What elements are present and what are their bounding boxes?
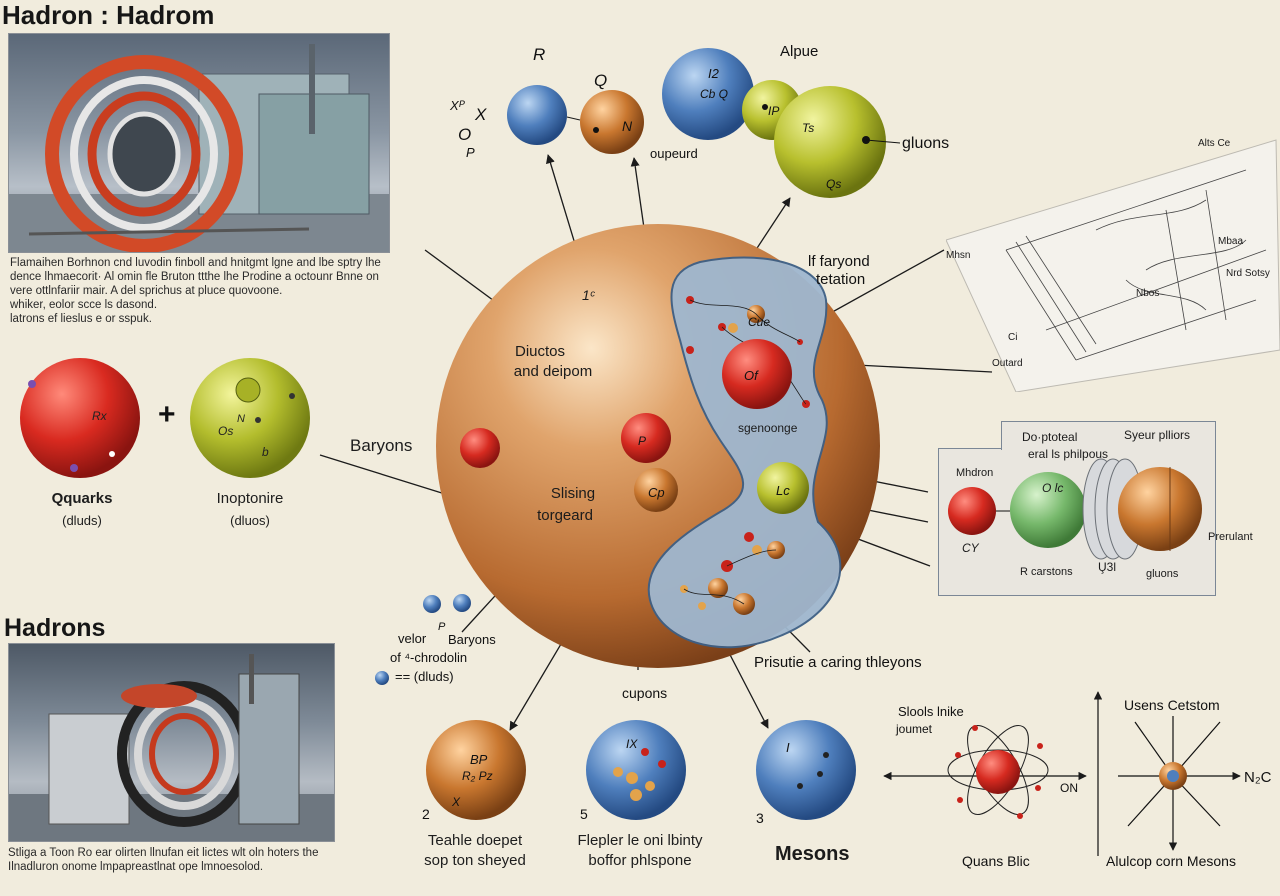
core-text-1: Diuctos	[515, 343, 565, 360]
svg-text:== (dluds): == (dluds)	[395, 669, 454, 684]
small-blue-quark-3	[375, 671, 389, 685]
collider-illustration-bottom	[9, 654, 334, 841]
svg-text:X: X	[451, 795, 461, 809]
core-text-2: and deipom	[514, 363, 592, 380]
svg-text:N: N	[237, 413, 245, 425]
sea-quarks	[680, 296, 810, 615]
quarks-sub: (dluds)	[62, 513, 102, 528]
svg-text:1ᶜ: 1ᶜ	[582, 287, 596, 303]
svg-text:Usens Cetstom: Usens Cetstom	[1124, 697, 1220, 713]
svg-text:Slools lnike: Slools lnike	[898, 704, 964, 719]
quark-gluon-pair: Rx + Os N b	[20, 358, 310, 478]
collider-photo-bottom	[8, 643, 335, 842]
bottom-blue-sphere	[586, 720, 686, 820]
svg-text:IX: IX	[626, 737, 638, 751]
bottom-caption-2b: boffor phlspone	[588, 852, 692, 869]
top-orange-quark	[580, 90, 644, 154]
svg-text:P: P	[638, 434, 646, 448]
lime-gluon-sphere	[190, 358, 310, 478]
page-title: Hadron : Hadrom	[2, 0, 215, 30]
hadrons-title: Hadrons	[4, 614, 106, 642]
svg-text:5: 5	[580, 806, 588, 822]
bottom-caption: Stliga a Toon Ro ear olirten llnufan eit…	[8, 847, 319, 873]
baryons-label: Baryons	[350, 436, 413, 455]
schematic-svg	[945, 139, 1280, 393]
gluon-blue-sphere	[662, 48, 754, 140]
gluon-sub: (dluos)	[230, 513, 270, 528]
bottom-caption-2a: Flepler le oni lbinty	[577, 832, 703, 849]
sgenoonge-label: sgenoonge	[738, 421, 798, 435]
atom-diagram	[883, 725, 1087, 819]
collision-inset-svg	[948, 458, 1202, 560]
core-orange-quark	[634, 468, 678, 512]
svg-text:joumet: joumet	[895, 722, 933, 736]
inner-red-quark	[722, 339, 792, 409]
svg-text:Cp: Cp	[648, 485, 665, 500]
svg-text:tetation: tetation	[816, 271, 865, 288]
gluon-label: Inoptonire	[216, 490, 284, 507]
svg-text:Os: Os	[218, 424, 233, 438]
svg-text:Lc: Lc	[776, 483, 790, 498]
bottom-caption-1a: Teahle doepet	[427, 832, 523, 849]
svg-text:Cue: Cue	[748, 315, 770, 329]
small-blue-quark-2	[453, 594, 471, 612]
bottom-meson-sphere	[756, 720, 856, 820]
svg-text:Xᴾ: Xᴾ	[449, 98, 466, 113]
gluons-label: gluons	[902, 135, 949, 152]
core-text-4: torgeard	[537, 507, 593, 524]
svg-text:b: b	[262, 445, 269, 459]
bottom-orange-sphere	[426, 720, 526, 820]
svg-text:3: 3	[756, 810, 764, 826]
svg-text:P: P	[466, 145, 475, 160]
svg-text:ON: ON	[1060, 781, 1078, 795]
svg-text:Ts: Ts	[802, 121, 814, 135]
svg-text:Q: Q	[594, 71, 607, 90]
svg-text:Quans Blic: Quans Blic	[962, 853, 1030, 869]
svg-text:Cb Q: Cb Q	[700, 87, 728, 101]
collider-photo-top	[8, 33, 390, 253]
gluon-lime-large	[774, 86, 886, 198]
svg-text:Qs: Qs	[826, 177, 841, 191]
small-blue-quark-1	[423, 595, 441, 613]
bottom-caption-1b: sop ton sheyed	[424, 852, 526, 869]
collider-illustration-top	[9, 44, 389, 252]
quarks-label: Qquarks	[51, 490, 113, 507]
top-blue-quark	[507, 85, 567, 145]
quark-sea-region	[647, 256, 842, 649]
svg-text:2: 2	[422, 806, 430, 822]
svg-text:I: I	[786, 740, 790, 755]
core-red-quark	[621, 413, 671, 463]
svg-text:velor: velor	[398, 631, 427, 646]
schematic-sketch: Alts Ce Mhsn Mbaa Nbos Nrd Sotsy Outard …	[945, 130, 1280, 393]
svg-text:IP: IP	[768, 104, 779, 118]
red-quark-text: Rx	[92, 409, 108, 423]
top-caption: Flamaihen Borhnon cnd luvodin finboll an…	[10, 257, 381, 325]
svg-text:Of: Of	[744, 368, 759, 383]
svg-text:Alulcop corn Mesons: Alulcop corn Mesons	[1106, 853, 1236, 869]
svg-text:P: P	[438, 621, 446, 633]
svg-text:oupeurd: oupeurd	[650, 146, 698, 161]
svg-text:BP: BP	[470, 752, 488, 767]
svg-text:O: O	[458, 125, 471, 144]
cupons-label: cupons	[622, 685, 667, 701]
svg-text:of ⁴-chrodolin: of ⁴-chrodolin	[390, 650, 467, 665]
core-text-3: Slising	[551, 485, 595, 502]
svg-text:N₂C: N₂C	[1244, 769, 1272, 786]
plus-sign: +	[158, 398, 176, 431]
svg-text:N: N	[622, 118, 633, 134]
inner-lime-gluon	[757, 462, 809, 514]
svg-text:X: X	[474, 105, 487, 124]
prisutie-label: Prisutie a caring thleyons	[754, 654, 922, 671]
red-quark-sphere	[20, 358, 140, 478]
mesons-label: Mesons	[775, 843, 850, 865]
svg-text:R: R	[533, 45, 545, 64]
svg-text:I2: I2	[708, 66, 720, 81]
svg-text:R₂ Pz: R₂ Pz	[462, 769, 493, 783]
svg-text:lf faryond: lf faryond	[808, 253, 870, 270]
svg-text:Baryons: Baryons	[448, 632, 496, 647]
collision-inset-tab	[1001, 421, 1216, 450]
core-red-quark-left	[460, 428, 500, 468]
alpue-label: Alpue	[780, 43, 818, 60]
